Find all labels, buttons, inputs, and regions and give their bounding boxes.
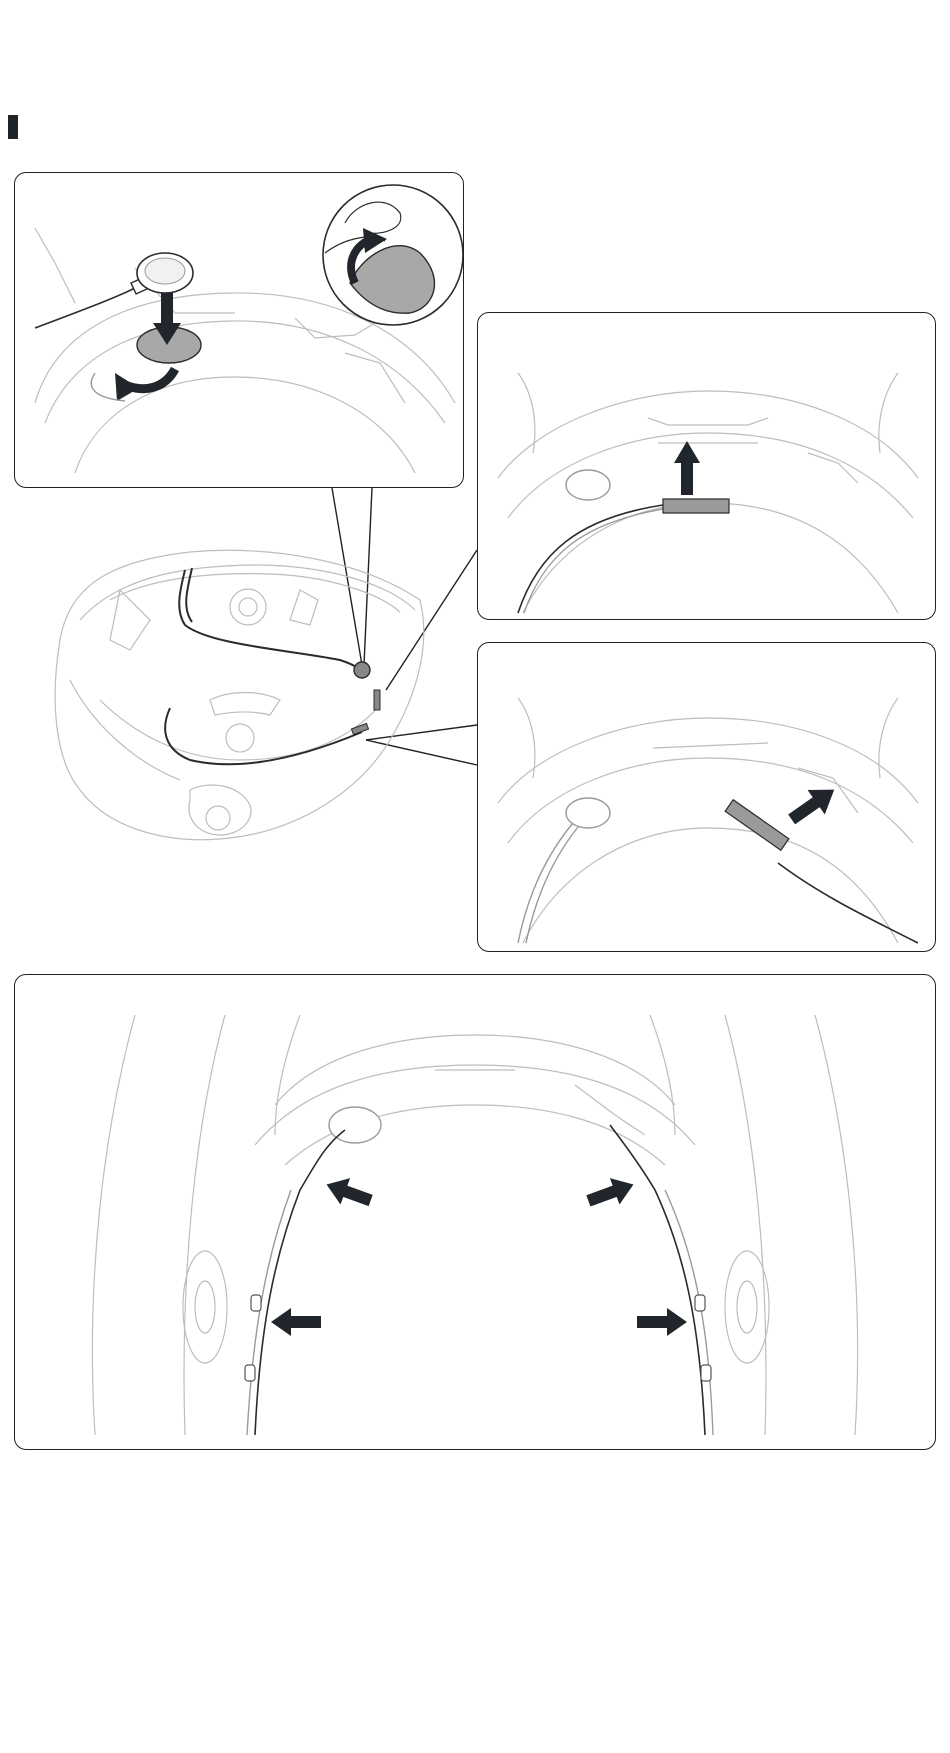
cable-r2 [778, 863, 918, 943]
diagonal-arrow [783, 777, 843, 831]
right-cable [610, 1125, 705, 1435]
helmet-shell [55, 550, 424, 839]
up-arrow [674, 441, 700, 495]
helmet-cables [165, 568, 362, 764]
panel-speaker-placement [14, 172, 464, 488]
connector-r2 [725, 800, 789, 850]
section-marker [8, 115, 18, 139]
helmet-speaker-dot [354, 662, 370, 678]
curved-arrow-head [115, 373, 139, 401]
helmet-interior-r2 [498, 698, 918, 943]
connector-r1 [663, 499, 729, 513]
left-arrow-upper [322, 1171, 376, 1213]
cable-r1 [518, 505, 663, 613]
left-arrow-lower [271, 1308, 321, 1336]
speaker-cable [35, 288, 135, 328]
panel-connector-insert [477, 642, 936, 952]
right-arrow-upper [584, 1171, 639, 1214]
helmet-interior-r1 [498, 373, 918, 613]
helmet-connector-2 [351, 723, 368, 734]
left-cable [255, 1130, 345, 1435]
zoom-peel-detail [323, 185, 463, 325]
callout-lines [332, 488, 477, 765]
right-arrow-lower [637, 1308, 687, 1336]
cable-clips [245, 1295, 711, 1381]
panel-connector-up [477, 312, 936, 620]
helmet-connector-1 [374, 690, 380, 710]
speaker-unit [131, 253, 193, 294]
left-speaker [183, 1251, 227, 1363]
speaker-unit-r1 [566, 470, 610, 500]
panel-cable-routing [14, 974, 936, 1450]
right-speaker [725, 1251, 769, 1363]
helmet-interior-bottom [92, 1015, 857, 1435]
